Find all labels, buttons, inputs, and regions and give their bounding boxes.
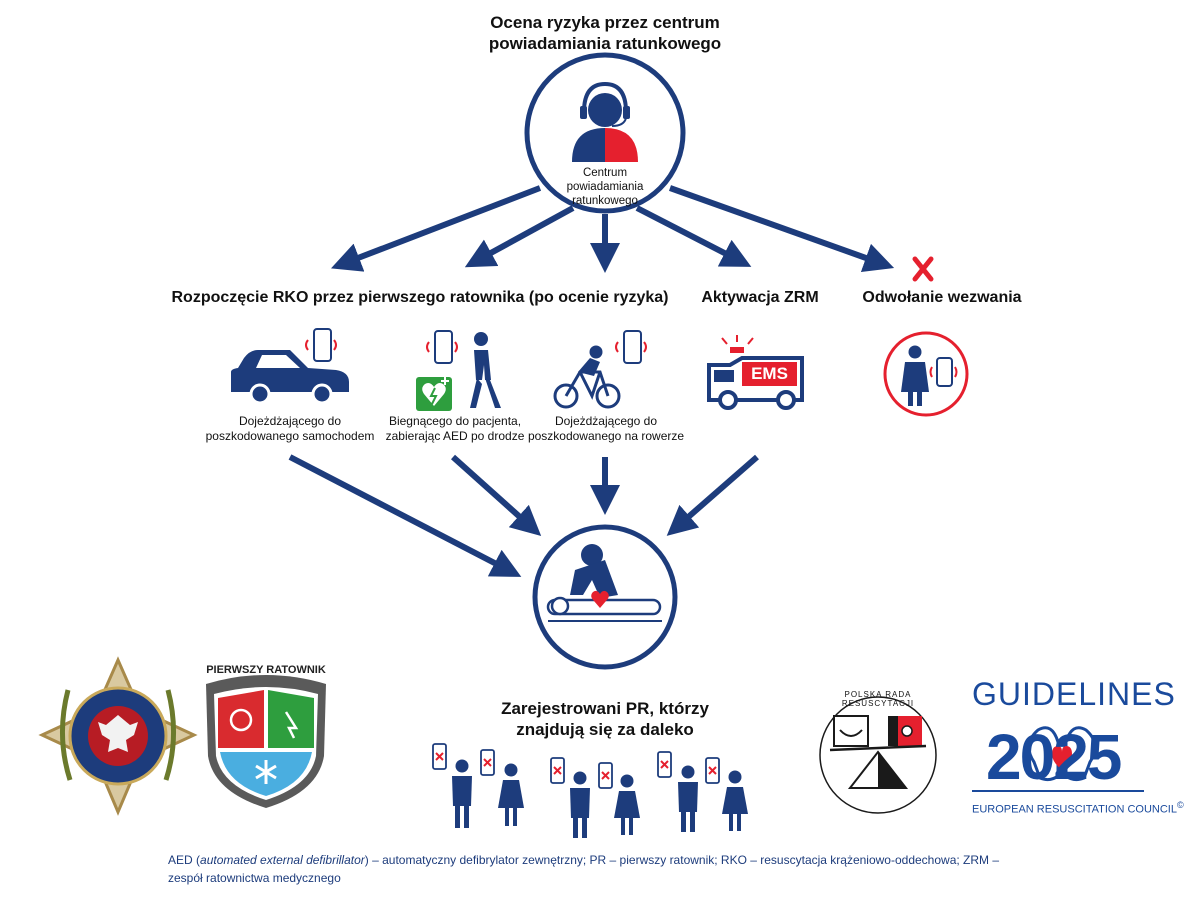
car-caption: Dojeżdżającego do poszkodowanego samocho…	[205, 414, 375, 444]
car-icon	[231, 350, 349, 405]
dispatcher-icon	[572, 81, 638, 162]
phone-icon-bike	[615, 330, 647, 364]
bike-caption-line-2: poszkodowanego na rowerze	[527, 429, 685, 443]
risk-title-line-2: powiadamiania ratunkowego	[488, 34, 722, 53]
bike-caption: Dojeżdżającego do poszkodowanego na rowe…	[518, 414, 694, 444]
cancel-heading: Odwołanie wezwania	[862, 289, 1022, 306]
cpr-icon	[546, 544, 662, 622]
guidelines-logo	[972, 726, 1144, 792]
zrm-heading: Aktywacja ZRM	[701, 289, 819, 306]
footnote: AED (automated external defibrillator) –…	[168, 851, 1048, 887]
center-label-line-1: Centrum	[582, 167, 628, 179]
car-caption-line-2: poszkodowanego samochodem	[205, 429, 375, 443]
erc-copyright: ©	[1176, 800, 1184, 810]
pierwszy-ratownik-logo	[206, 675, 326, 808]
dispatch-center-label: Centrum powiadamiania ratunkowego	[545, 166, 665, 208]
polska-rada-logo	[819, 696, 937, 814]
bike-caption-line-1: Dojeżdżającego do	[554, 414, 658, 428]
woman-phone-icon	[901, 345, 958, 406]
footnote-line-2: zespół ratownictwa medycznego	[168, 871, 341, 885]
risk-assessment-title: Ocena ryzyka przez centrum powiadamiania…	[420, 12, 790, 54]
footnote-aed-italic: automated external defibrillator	[200, 853, 365, 867]
runner-caption-line-1: Biegnącego do pacjenta,	[388, 414, 522, 428]
far-phones-crossed	[432, 743, 720, 789]
footnote-aed: AED (	[168, 853, 201, 867]
cyclist-body-icon	[578, 345, 603, 376]
center-label-line-3: ratunkowego	[572, 195, 638, 207]
cancel-x-icon	[912, 256, 934, 282]
guidelines-year: 2025	[986, 721, 1122, 793]
car-caption-line-1: Dojeżdżającego do	[238, 414, 342, 428]
risk-title-line-1: Ocena ryzyka przez centrum	[490, 13, 720, 32]
phone-icon-car	[305, 328, 337, 362]
rko-heading: Rozpoczęcie RKO przez pierwszego ratowni…	[171, 289, 669, 306]
fire-brigade-logo	[38, 656, 198, 816]
erc-text: EUROPEAN RESUSCITATION COUNCIL©	[972, 800, 1184, 816]
pierwszy-ratownik-text: PIERWSZY RATOWNIK	[206, 664, 326, 676]
aed-icon	[416, 377, 452, 411]
guidelines-word: GUIDELINES	[972, 676, 1176, 712]
walking-person-icon	[470, 332, 501, 408]
far-responders-group	[452, 759, 748, 838]
top-arrows	[330, 185, 895, 273]
cyclist-icon	[553, 370, 621, 409]
erc-name: EUROPEAN RESUSCITATION COUNCIL	[972, 803, 1177, 816]
ems-text: EMS	[751, 364, 788, 383]
center-label-line-2: powiadamiania	[566, 181, 644, 193]
far-responders-title: Zarejestrowani PR, którzy znajdują się z…	[470, 698, 740, 740]
phone-icon-runner	[426, 330, 458, 364]
polska-rada-text: POLSKA RADA RESUSCYTACJI	[841, 690, 915, 708]
far-title-line-2: znajdują się za daleko	[516, 720, 694, 739]
ambulance-icon	[707, 335, 804, 410]
far-title-line-1: Zarejestrowani PR, którzy	[501, 699, 709, 718]
runner-caption: Biegnącego do pacjenta, zabierając AED p…	[370, 414, 540, 444]
converging-arrows	[288, 454, 759, 577]
footnote-rest: ) – automatyczny defibrylator zewnętrzny…	[364, 853, 1000, 867]
runner-caption-line-2: zabierając AED po drodze	[385, 429, 525, 443]
